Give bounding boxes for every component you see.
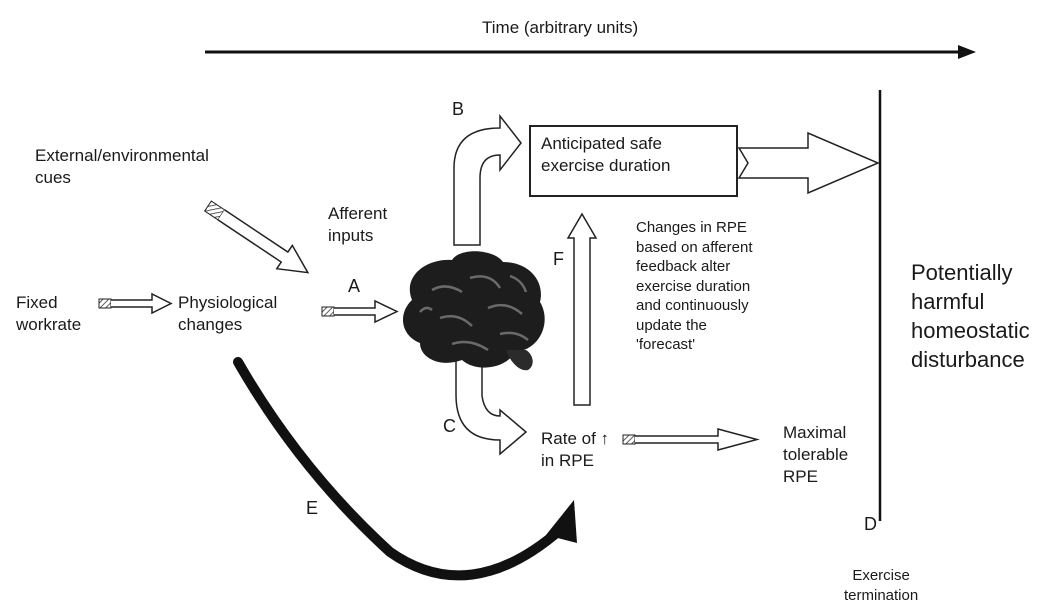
fixed-workrate-label: Fixed workrate (16, 293, 82, 334)
arrow-A (321, 299, 399, 324)
label-F: F (553, 249, 564, 269)
label-B: B (452, 99, 465, 119)
label-E: E (306, 498, 319, 518)
external-cues-label: External/environmental cues (35, 146, 209, 187)
afferent-inputs-label: Afferent inputs (328, 204, 388, 245)
label-A: A (348, 276, 361, 296)
arrow-F (566, 212, 598, 406)
arrow-C (455, 357, 528, 456)
arrow-E (233, 357, 577, 581)
time-axis-label: Time (arbitrary units) (482, 18, 639, 37)
time-axis-arrow (205, 45, 976, 59)
rpe-to-maximal-arrow (622, 428, 760, 451)
brain-icon (402, 251, 545, 371)
anticipated-to-termination-arrow (737, 131, 880, 195)
maximal-rpe-label: Maximal tolerable RPE (783, 423, 849, 486)
label-C: C (443, 416, 456, 436)
label-D: D (864, 514, 877, 534)
rate-of-rpe-label: Rate of ↑ in RPE (541, 429, 610, 470)
arrow-B (453, 113, 522, 246)
anticipated-duration-box: Anticipated safe exercise duration (529, 125, 738, 197)
workrate-to-physiology-arrow (98, 292, 173, 315)
physiological-changes-label: Physiological changes (178, 293, 278, 334)
external-cues-arrow (203, 200, 310, 274)
exercise-termination-label: Exercise termination (844, 567, 919, 604)
harmful-disturbance-label: Potentially harmful homeostatic disturba… (911, 260, 1030, 372)
rpe-change-note: Changes in RPE based on afferent feedbac… (636, 219, 753, 353)
